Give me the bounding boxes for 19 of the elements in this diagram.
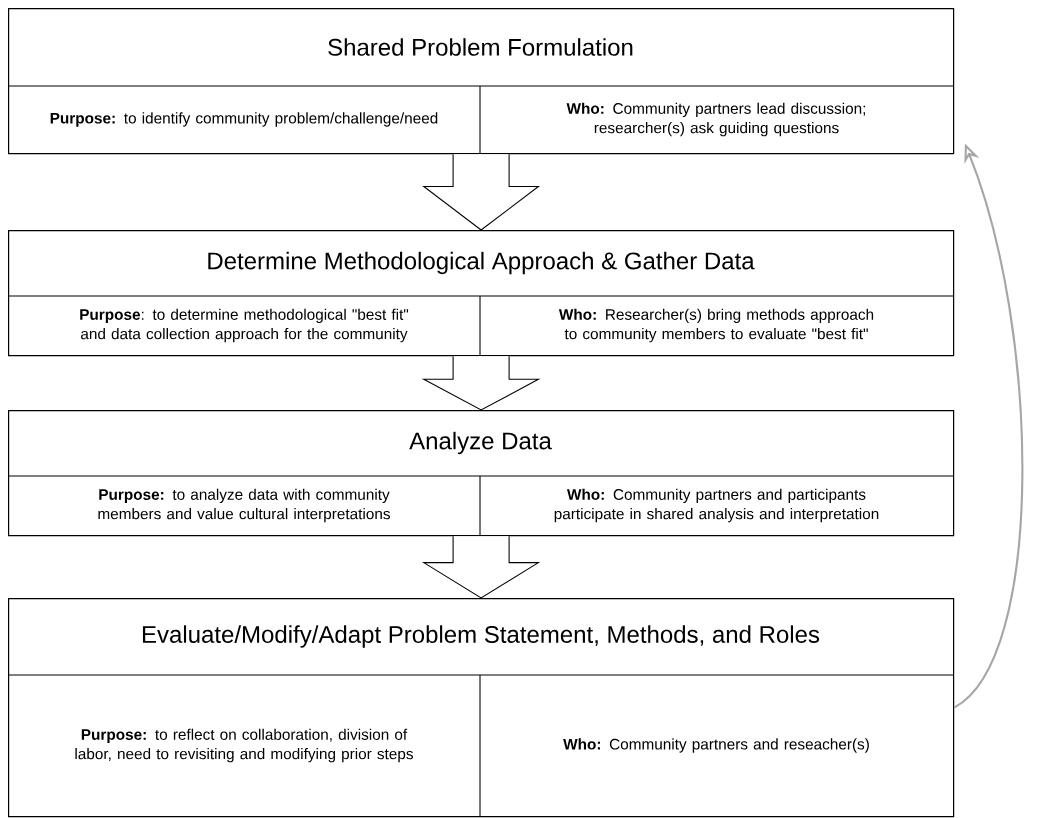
stage-title: Evaluate/Modify/Adapt Problem Statement, Methods, and Roles <box>142 625 820 648</box>
who-text: Who: Community partners lead discussion; researcher(s) ask guiding questions <box>566 102 866 137</box>
stage-title: Shared Problem Formulation <box>328 38 633 56</box>
who-text: Who: Researcher(s) bring methods approach to community members to evaluate "best fit" <box>558 308 874 343</box>
stage-title: Analyze Data <box>409 431 552 455</box>
block-arrow <box>421 535 541 599</box>
purpose-text: Purpose: to reflect on collaboration, division of labor, need to revisiting and modifying prior steps <box>75 728 413 763</box>
stage-box <box>7 598 955 818</box>
stage-box <box>7 230 955 357</box>
stage-box <box>7 8 955 155</box>
block-arrow <box>422 153 541 231</box>
block-arrow <box>421 355 541 411</box>
purpose-text: Purpose: to determine methodological "best fit" and data collection approach for the community <box>80 308 409 343</box>
stage-title: Determine Methodological Approach & Gather Data <box>208 251 755 275</box>
purpose-text: Purpose: to analyze data with community members and value cultural interpretations <box>98 488 390 523</box>
who-text: Who: Community partners and reseacher(s) <box>563 738 869 753</box>
stage-box <box>7 410 955 537</box>
purpose-text: Purpose: to identify community problem/challenge/need <box>50 112 438 127</box>
who-text: Who: Community partners and participants participate in shared analysis and interpretation <box>554 488 879 523</box>
